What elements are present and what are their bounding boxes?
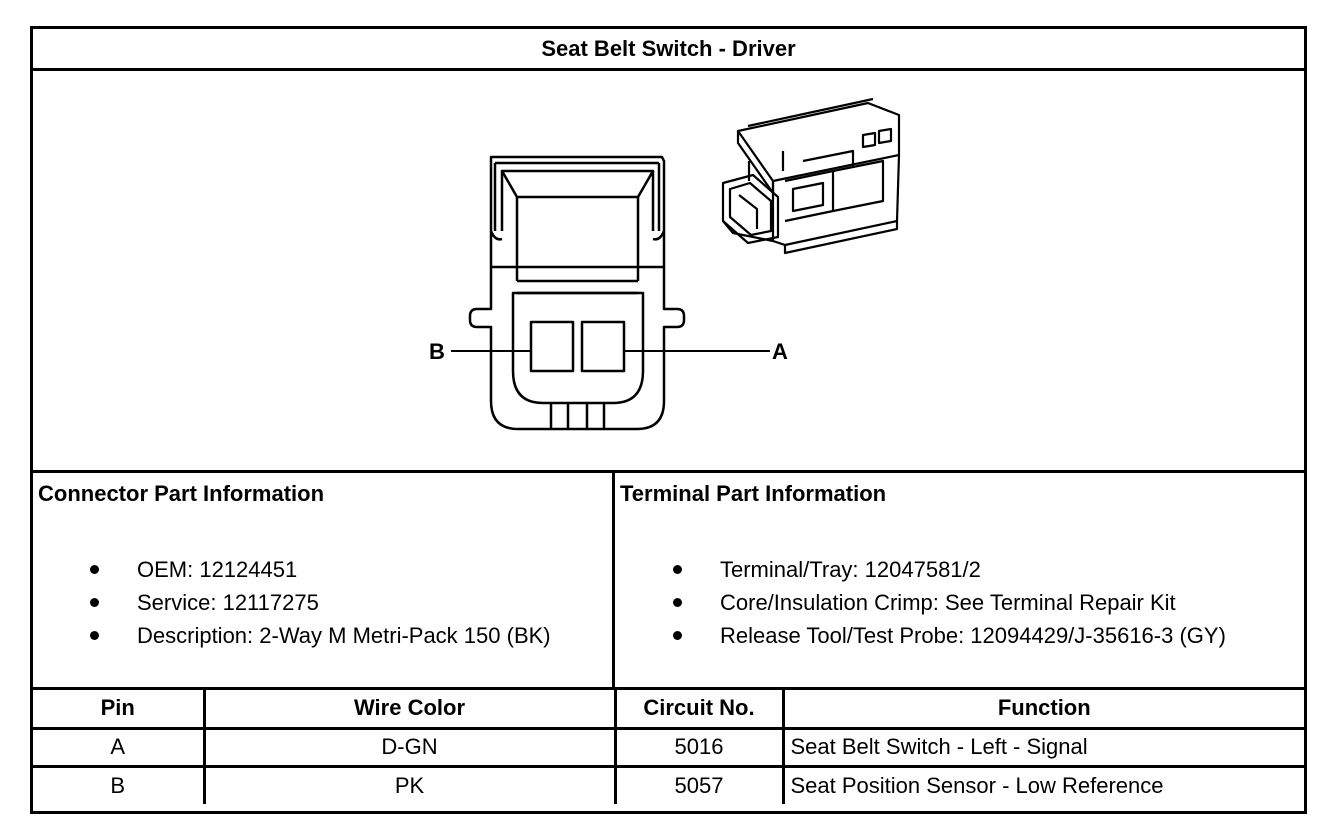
cell-wire-color: PK: [204, 766, 617, 804]
col-header-circuit: Circuit No.: [615, 690, 785, 730]
connector-info-list: OEM: 12124451 Service: 12117275 Descript…: [33, 553, 612, 652]
bullet-icon: [90, 631, 99, 640]
col-header-pin: Pin: [33, 690, 206, 730]
list-item: Release Tool/Test Probe: 12094429/J-3561…: [615, 619, 1304, 652]
cell-function: Seat Belt Switch - Left - Signal: [783, 728, 1304, 768]
cell-function: Seat Position Sensor - Low Reference: [790, 772, 1164, 798]
cell-circuit: 5057: [615, 766, 785, 804]
cell-pin: B: [33, 766, 206, 804]
connector-iso-view: [721, 97, 901, 255]
cell-pin: A: [33, 728, 206, 768]
cell-circuit: 5016: [615, 728, 785, 768]
connector-illustration: B A: [429, 97, 901, 431]
bullet-icon: [673, 598, 682, 607]
terminal-info-heading: Terminal Part Information: [620, 481, 887, 506]
bullet-icon: [673, 631, 682, 640]
connector-part-info: Connector Part Information OEM: 12124451…: [33, 473, 615, 690]
terminal-release-tool: Release Tool/Test Probe: 12094429/J-3561…: [720, 623, 1226, 648]
list-item: Description: 2-Way M Metri-Pack 150 (BK): [33, 619, 612, 652]
table-header-row: Pin Wire Color Circuit No. Function: [33, 690, 1304, 730]
col-header-wire-color: Wire Color: [204, 690, 617, 730]
connector-service: Service: 12117275: [137, 590, 319, 615]
connector-description: Description: 2-Way M Metri-Pack 150 (BK): [137, 623, 551, 648]
connector-drawing: B A: [33, 71, 1304, 473]
cell-wire-color: D-GN: [204, 728, 617, 768]
terminal-info-list: Terminal/Tray: 12047581/2 Core/Insulatio…: [615, 553, 1304, 652]
connector-info-heading: Connector Part Information: [38, 481, 325, 506]
bullet-icon: [673, 565, 682, 574]
list-item: OEM: 12124451: [33, 553, 612, 586]
connector-sheet: Seat Belt Switch - Driver: [30, 26, 1307, 814]
bullet-icon: [90, 598, 99, 607]
terminal-part-info: Terminal Part Information Terminal/Tray:…: [615, 473, 1304, 690]
terminal-tray: Terminal/Tray: 12047581/2: [720, 557, 981, 582]
sheet-title: Seat Belt Switch - Driver: [33, 29, 1304, 71]
list-item: Core/Insulation Crimp: See Terminal Repa…: [615, 586, 1304, 619]
pin-label-a: A: [772, 339, 788, 364]
table-row: A D-GN 5016 Seat Belt Switch - Left - Si…: [33, 728, 1304, 768]
list-item: Terminal/Tray: 12047581/2: [615, 553, 1304, 586]
connector-oem: OEM: 12124451: [137, 557, 298, 582]
bullet-icon: [90, 565, 99, 574]
table-row: B PK 5057 Seat Position Sensor - Low Ref…: [33, 766, 1304, 804]
connector-face-view: [451, 155, 770, 431]
terminal-crimp: Core/Insulation Crimp: See Terminal Repa…: [720, 590, 1176, 615]
pin-table: Pin Wire Color Circuit No. Function A D-…: [33, 690, 1304, 804]
pin-label-b: B: [429, 339, 445, 364]
col-header-function: Function: [783, 690, 1304, 730]
list-item: Service: 12117275: [33, 586, 612, 619]
